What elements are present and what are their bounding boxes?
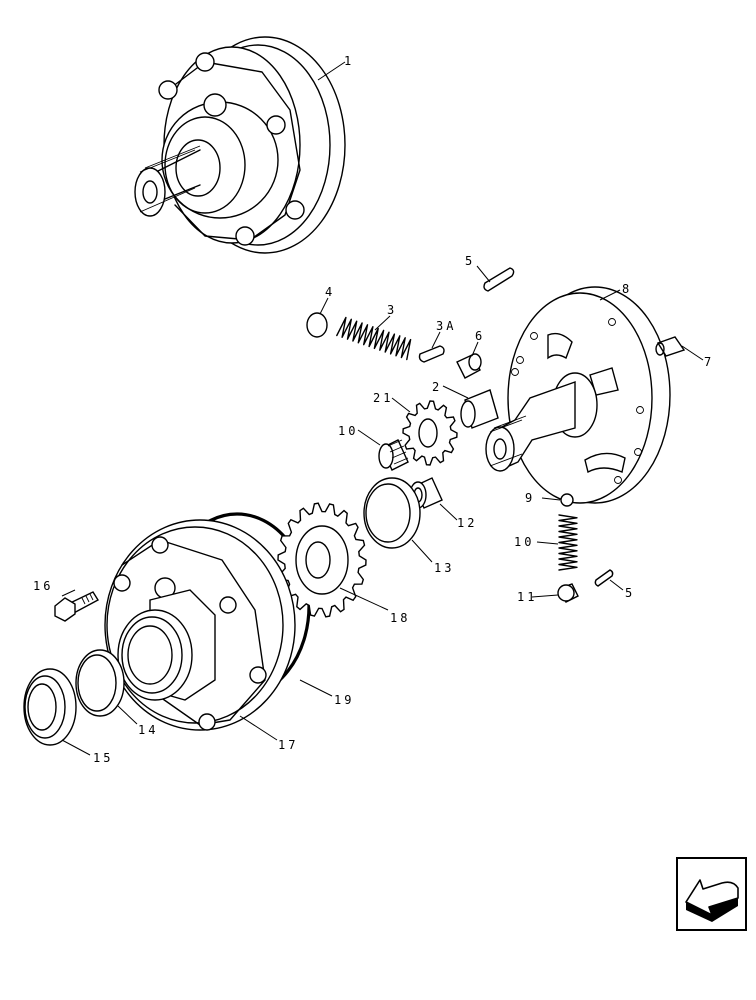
part-3A-pin [418,345,445,363]
part-5-pin-upper [483,267,515,292]
back-arrow-icon [685,879,739,922]
part-10-needle-bearing [378,439,409,471]
callout-4: 4 [325,285,335,299]
part-8-pump-body [485,286,671,504]
callout-5: 5 [465,254,475,268]
part-4-cap [306,312,328,338]
callout-3: 3 [387,303,397,317]
callout-17: 17 [278,738,298,752]
part-5-pin-lower [594,569,614,587]
callout-8: 8 [622,282,632,296]
callout-1: 1 [344,54,354,68]
part-10-spring [558,514,578,571]
part-11-plug [557,583,579,603]
callout-19: 19 [334,693,354,707]
back-arrow-button[interactable] [676,857,747,931]
callout-14: 14 [138,723,158,737]
part-18-driven-gear [277,502,367,618]
callout-12: 12 [457,516,477,530]
part-13-ring [363,477,421,549]
part-9-ball [560,493,574,507]
callout-7: 7 [704,355,714,369]
part-21-drive-gear [402,400,458,466]
callout-3A: 3A [436,319,456,333]
callout-10-upper: 10 [338,424,358,438]
callout-labels: 1 5 8 4 3 3A 6 7 2 21 10 9 12 10 13 11 5… [33,54,714,765]
callout-5-lower: 5 [625,586,635,600]
callout-15: 15 [93,751,113,765]
part-7-plug [655,336,686,357]
callout-16: 16 [33,579,53,593]
part-15-seal [23,668,77,746]
part-16-bolt [54,591,99,622]
callout-13: 13 [434,561,454,575]
callout-11: 11 [517,590,537,604]
part-17-housing [104,519,296,731]
leader-lines [61,61,704,756]
part-2-sleeve [460,389,499,429]
callout-9: 9 [525,491,535,505]
callout-18: 18 [390,611,410,625]
callout-21: 21 [373,391,393,405]
part-14-ring [75,649,125,717]
part-3-spring [336,316,412,361]
callout-2: 2 [432,380,442,394]
part-6-plug [456,353,482,379]
callout-10-lower: 10 [514,535,534,549]
part-1-pump-assembly [134,36,346,254]
callout-6: 6 [475,329,485,343]
